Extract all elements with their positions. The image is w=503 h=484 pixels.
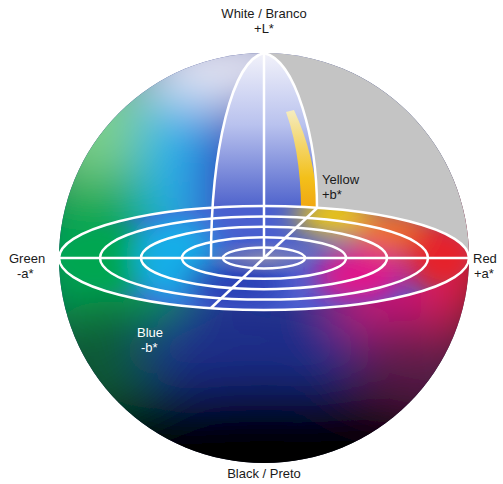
- axis-label: -a*: [17, 266, 34, 281]
- disc-shading: [35, 195, 485, 310]
- axis-label: Blue: [137, 325, 163, 340]
- axis-label: +L*: [254, 21, 274, 36]
- axis-label: Yellow: [322, 172, 359, 187]
- axis-label: -b*: [141, 340, 158, 355]
- axis-label: +b*: [322, 187, 342, 202]
- black-shade: [34, 385, 494, 484]
- grid-lines: [59, 53, 469, 310]
- equator-disc: [35, 195, 485, 310]
- axis-label: Black / Preto: [227, 466, 301, 481]
- pale-green-shade: [35, 60, 155, 180]
- slice-outline: [211, 53, 317, 258]
- axis-label: Red: [473, 251, 497, 266]
- l-axis: [263, 53, 266, 258]
- axis-label: +a*: [474, 266, 494, 281]
- sphere-body: [25, 25, 495, 484]
- axis-label: White / Branco: [221, 6, 306, 21]
- axis-label: Green: [9, 251, 45, 266]
- sphere-shading: [25, 25, 495, 484]
